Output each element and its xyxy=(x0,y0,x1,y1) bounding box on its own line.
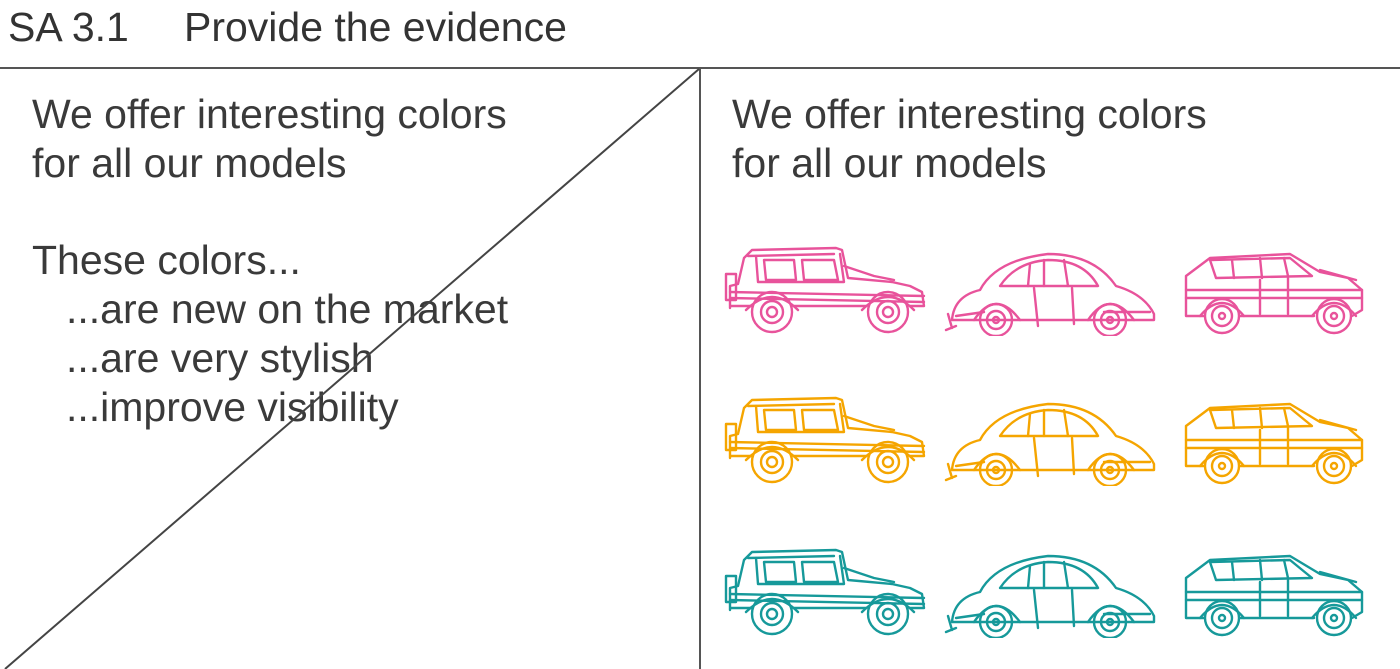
jeep-icon xyxy=(724,548,926,636)
heading-title: Provide the evidence xyxy=(184,4,567,50)
heading-code: SA 3.1 xyxy=(8,4,129,50)
right-claim-line-1: We offer interesting colors xyxy=(732,91,1207,137)
bullet-item: ...are very stylish xyxy=(66,335,374,381)
right-claim-line-2: for all our models xyxy=(732,140,1047,186)
bullet-item: ...are new on the market xyxy=(66,286,509,332)
jeep-icon xyxy=(724,246,926,334)
left-bullet-list: ...are new on the market ...are very sty… xyxy=(66,285,508,432)
suv-icon xyxy=(1184,402,1364,485)
beetle-icon xyxy=(944,252,1156,336)
suv-icon xyxy=(1184,554,1364,637)
left-intro: These colors... xyxy=(32,237,301,283)
bullet-item: ...improve visibility xyxy=(66,384,399,430)
right-claim: We offer interesting colors for all our … xyxy=(732,90,1207,188)
vertical-divider xyxy=(699,67,701,669)
jeep-icon xyxy=(724,396,926,484)
left-claim-line-1: We offer interesting colors xyxy=(32,91,507,137)
beetle-icon xyxy=(944,402,1156,486)
left-claim-line-2: for all our models xyxy=(32,140,347,186)
slide-heading: SA 3.1 Provide the evidence xyxy=(8,3,567,51)
left-claim: We offer interesting colors for all our … xyxy=(32,90,507,188)
suv-icon xyxy=(1184,252,1364,335)
beetle-icon xyxy=(944,554,1156,638)
